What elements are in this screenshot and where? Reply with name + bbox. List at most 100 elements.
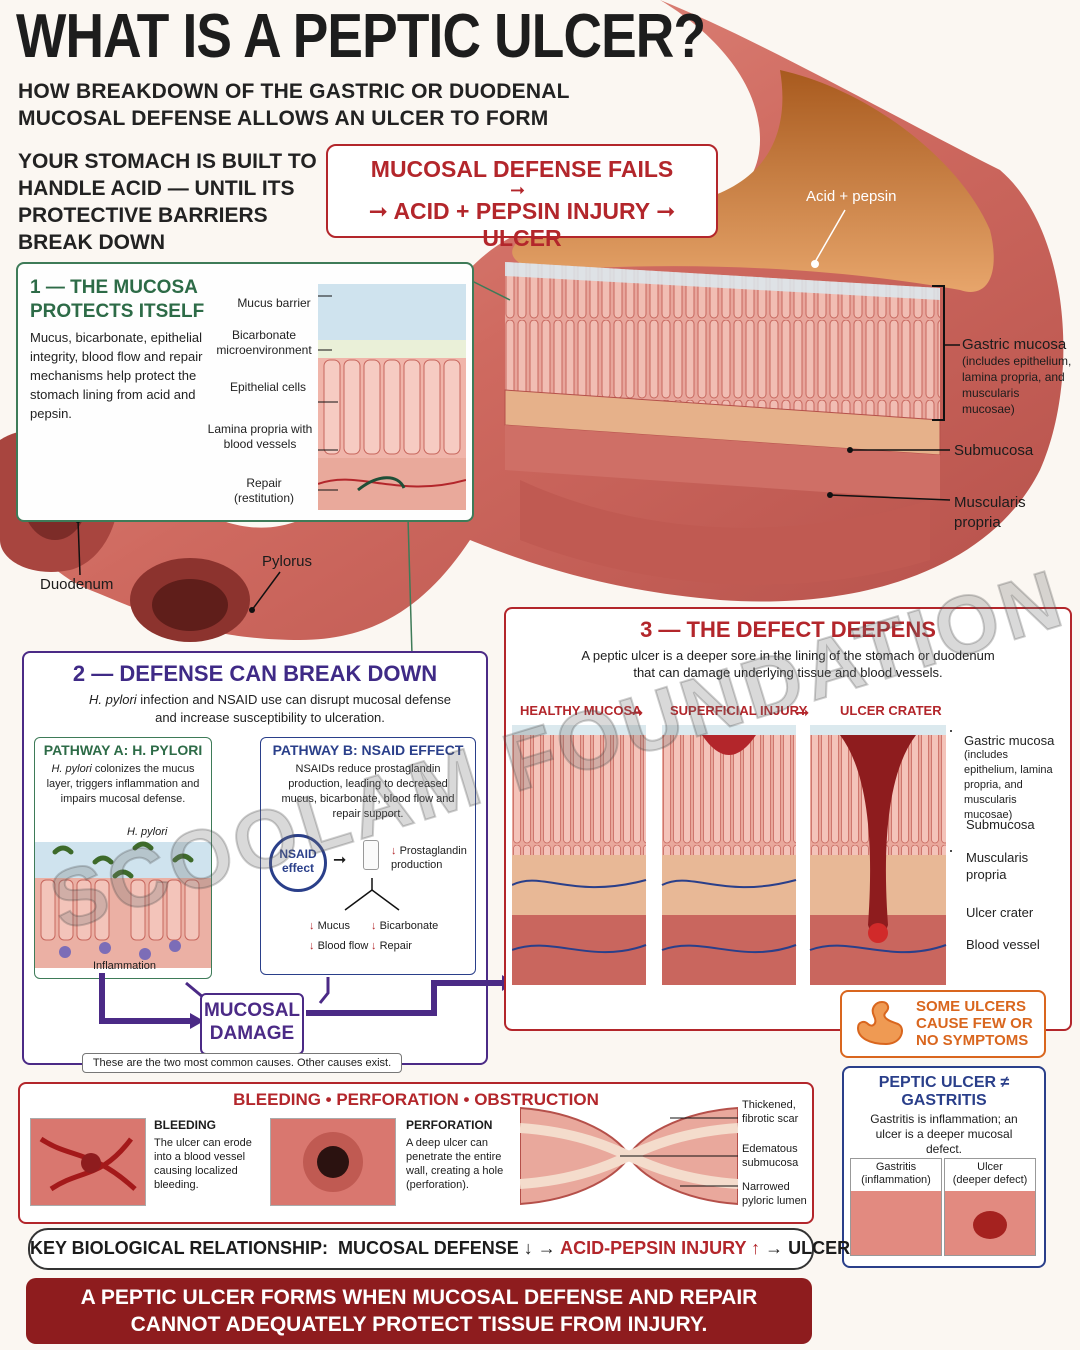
inflammation-sublabel: (inflammation) <box>861 1174 931 1186</box>
defense-line: MUCOSAL DEFENSE FAILS <box>328 156 716 183</box>
key-relationship-bar: KEY BIOLOGICAL RELATIONSHIP: MUCOSAL DEF… <box>28 1228 850 1270</box>
mucosal-damage-line-1: MUCOSAL <box>203 1000 301 1021</box>
panel2-description: H. pylori infection and NSAID use can di… <box>84 691 456 727</box>
pathway-a-box: PATHWAY A: H. PYLORI H. pylori colonizes… <box>34 737 212 979</box>
key-injury: ACID-PEPSIN INJURY ↑ <box>560 1238 761 1258</box>
repair-decrease: ↓ Repair <box>371 940 412 952</box>
gastritis-heading-line-1: PEPTIC ULCER ≠ <box>878 1074 1010 1091</box>
conclusion-line-2: CANNOT ADEQUATELY PROTECT TISSUE FROM IN… <box>130 1313 708 1336</box>
defense-fails-box: MUCOSAL DEFENSE FAILS ➞ ➞ ACID + PEPSIN … <box>326 144 718 251</box>
mucus-label: Mucus <box>317 920 350 932</box>
p3-gastric-mucosa-note: (includes epithelium, lamina propria, an… <box>964 749 1053 821</box>
perforation-image <box>270 1118 396 1206</box>
symptoms-line-3: NO SYMPTOMS <box>916 1032 1029 1049</box>
crater-tissue <box>809 725 947 985</box>
conclusion-line-1: A PEPTIC ULCER FORMS WHEN MUCOSAL DEFENS… <box>80 1286 758 1309</box>
ulcer-image: Ulcer (deeper defect) <box>944 1158 1036 1256</box>
blood-flow-label: Blood flow <box>317 940 369 952</box>
arrow-right-icon: ➞ <box>510 180 526 200</box>
healthy-tissue <box>512 725 647 985</box>
arrow-down-icon: ↓ <box>371 940 377 952</box>
symptoms-text: SOME ULCERS CAUSE FEW OR NO SYMPTOMS <box>916 998 1033 1049</box>
bacterium <box>132 841 154 851</box>
bacterium <box>172 853 194 863</box>
gastric-mucosa-label: Gastric mucosa (includes epithelium, lam… <box>962 336 1074 417</box>
gastric-mucosa-note: (includes epithelium, lamina propria, an… <box>962 354 1072 416</box>
page-subtitle: HOW BREAKDOWN OF THE GASTRIC OR DUODENAL… <box>18 78 618 132</box>
ulcer-progression-illustration <box>512 725 952 985</box>
subtitle-line-2: MUCOSAL DEFENSE ALLOWS AN ULCER TO FORM <box>18 107 549 130</box>
symptoms-line-2: CAUSE FEW OR <box>916 1015 1033 1032</box>
panel3-description: A peptic ulcer is a deeper sore in the l… <box>581 648 995 680</box>
panel1-heading: 1 — THE MUCOSA PROTECTS ITSELF <box>30 276 204 324</box>
intro-line-3: PROTECTIVE BARRIERS <box>18 204 268 227</box>
p3-submucosa-label: Submucosa <box>966 817 1035 832</box>
mucosal-damage-box: MUCOSAL DAMAGE <box>200 993 304 1055</box>
stage-superficial-label: SUPERFICIAL INJURY <box>670 703 808 718</box>
arrow-down-icon: ↓ <box>371 920 377 932</box>
defect-deepens-panel: 3 — THE DEFECT DEEPENS A peptic ulcer is… <box>504 607 1072 1031</box>
gastric-mucosa-title: Gastric mucosa <box>962 336 1067 353</box>
p3-muscularis-label: Muscularis propria <box>966 850 1029 882</box>
pill-bottle-icon <box>363 840 379 870</box>
nsaid-label: NSAID <box>279 847 317 861</box>
perforation-title: PERFORATION <box>406 1118 493 1132</box>
pathway-a-description-em: H. pylori <box>51 763 92 775</box>
ulcer-text: ULCER <box>482 225 562 251</box>
mucosa-protects-panel: 1 — THE MUCOSA PROTECTS ITSELF Mucus, bi… <box>16 262 474 522</box>
arrow-down-icon: ↓ <box>309 920 315 932</box>
gastritis-heading: PEPTIC ULCER ≠ GASTRITIS <box>844 1074 1044 1110</box>
gastritis-image: Gastritis (inflammation) <box>850 1158 942 1256</box>
panel1-heading-line-2: PROTECTS ITSELF <box>30 301 205 322</box>
defense-breakdown-panel: 2 — DEFENSE CAN BREAK DOWN H. pylori inf… <box>22 651 514 1073</box>
bicarbonate-label: Bicarbonate <box>379 920 439 932</box>
mucosa-cross-section <box>505 262 940 420</box>
edema-label: Edematous submucosa <box>742 1143 799 1169</box>
key-prefix: KEY BIOLOGICAL RELATIONSHIP: <box>30 1238 329 1258</box>
h-pylori-illustration <box>35 841 211 968</box>
ulcer-image-label: Ulcer (deeper defect) <box>945 1159 1035 1187</box>
complications-box: BLEEDING • PERFORATION • OBSTRUCTION BLE… <box>18 1082 814 1224</box>
bacterium <box>92 855 114 865</box>
arrow-down-icon: ↓ <box>391 845 397 857</box>
prostaglandin-label: Prostaglandin production <box>391 845 467 871</box>
panel3-heading: 3 — THE DEFECT DEEPENS <box>640 617 936 642</box>
bacterium <box>112 869 134 879</box>
causes-note: These are the two most common causes. Ot… <box>82 1053 402 1073</box>
panel2-heading: 2 — DEFENSE CAN BREAK DOWN <box>72 661 438 686</box>
perforation-hole <box>303 1132 363 1192</box>
gastritis-description: Gastritis is inflammation; an ulcer is a… <box>870 1112 1018 1156</box>
pathway-b-heading: PATHWAY B: NSAID EFFECT <box>272 742 464 758</box>
defense-fails-text: MUCOSAL DEFENSE FAILS <box>370 156 674 182</box>
h-pylori-label: H. pylori <box>127 826 168 838</box>
arrow-down-icon: ↓ <box>309 940 315 952</box>
deeper-defect-sublabel: (deeper defect) <box>952 1174 1028 1186</box>
repair-label: Repair (restitution) <box>233 476 295 505</box>
arrow-right-icon: → <box>765 1238 784 1258</box>
bleeding-description: The ulcer can erode into a blood vessel … <box>154 1137 252 1191</box>
bleeding-title: BLEEDING <box>154 1118 217 1132</box>
pathway-b-box: PATHWAY B: NSAID EFFECT NSAIDs reduce pr… <box>260 737 476 975</box>
p3-gastric-mucosa-label: Gastric mucosa (includes epithelium, lam… <box>964 733 1064 823</box>
nsaid-effect-icon: NSAID effect <box>269 834 327 892</box>
symptoms-line-1: SOME ULCERS <box>916 998 1027 1015</box>
p3-crater-label: Ulcer crater <box>966 905 1034 920</box>
bicarbonate-label: Bicarbonate microenvironment <box>216 328 312 357</box>
pylorus-label: Pylorus <box>262 553 313 570</box>
lamina-propria-label: Lamina propria with blood vessels <box>207 422 313 451</box>
subtitle-line-1: HOW BREAKDOWN OF THE GASTRIC OR DUODENAL <box>18 80 570 103</box>
pathway-a-description: H. pylori colonizes the mucus layer, tri… <box>41 762 205 807</box>
stage-crater-label: ULCER CRATER <box>840 703 942 718</box>
intro-line-2: HANDLE ACID — UNTIL ITS <box>18 177 295 200</box>
mucosal-damage-line-2: DAMAGE <box>209 1023 295 1044</box>
injury-line: ➞ ACID + PEPSIN INJURY ➞ ULCER <box>328 198 716 252</box>
pathway-b-description: NSAIDs reduce prostaglandin production, … <box>281 763 455 820</box>
bacterium <box>52 845 74 855</box>
bleeding-image <box>30 1118 146 1206</box>
arrow-right-icon: ➞ <box>333 852 347 869</box>
gastritis-label: Gastritis <box>875 1161 917 1173</box>
intro-line-4: BREAK DOWN <box>18 231 165 254</box>
pathway-a-heading: PATHWAY A: H. PYLORI <box>43 742 203 758</box>
panel1-description: Mucus, bicarbonate, epithelial integrity… <box>30 330 203 421</box>
bleeding-vessels <box>39 1136 137 1192</box>
